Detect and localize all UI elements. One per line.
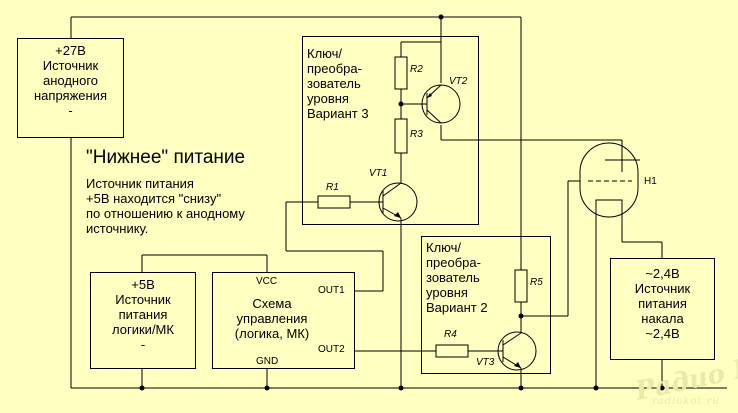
control-circuit-box	[212, 272, 355, 369]
out1-pin-label: OUT1	[318, 285, 345, 296]
vt2-label: VT2	[449, 76, 468, 87]
vt3-label: VT3	[476, 357, 495, 368]
anode-source-label: +27В Источник анодного напряжения -	[34, 43, 107, 118]
key-variant2-box	[421, 236, 551, 374]
key-variant3-box	[302, 36, 479, 225]
h1-label: H1	[644, 176, 657, 187]
gnd-pin-label: GND	[256, 356, 279, 367]
out2-pin-label: OUT2	[318, 344, 345, 355]
r1-label: R1	[326, 182, 339, 193]
r4-label: R4	[444, 329, 457, 340]
heater-source-box	[610, 258, 715, 360]
control-circuit-label: Схема управления (логика, МК)	[234, 296, 310, 341]
key-variant2-label: Ключ/ преобра- зователь уровня Вариант 2	[426, 240, 488, 315]
anode-source-box	[17, 38, 124, 138]
r5-label: R5	[530, 277, 543, 288]
watermark-url: radiokot.ru	[652, 396, 720, 407]
logic-source-box	[90, 272, 196, 369]
vcc-pin-label: VCC	[256, 276, 278, 287]
r2-label: R2	[410, 64, 423, 75]
r3-label: R3	[410, 129, 423, 140]
key-variant3-label: Ключ/ преобра- зователь уровня Вариант 3	[307, 46, 369, 121]
heater-source-label: ~2,4В Источник питания накала ~2,4В	[634, 266, 691, 341]
diagram-description: Источник питания +5В находится "снизу" п…	[86, 176, 245, 236]
vt1-label: VT1	[369, 168, 388, 179]
logic-source-label: +5В Источник питания логики/МК -	[112, 277, 174, 352]
diagram-heading: "Нижнее" питание	[86, 147, 246, 168]
